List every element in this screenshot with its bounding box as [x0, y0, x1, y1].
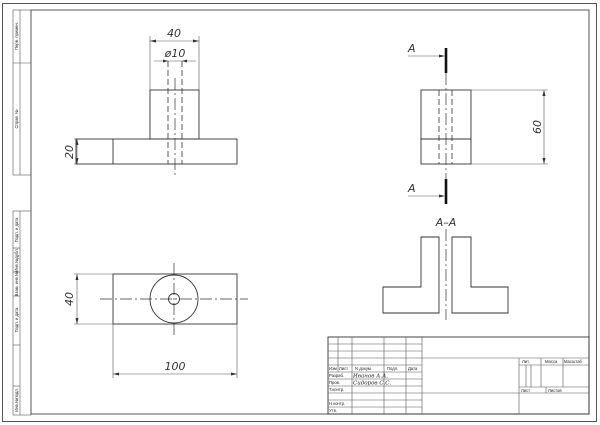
- header-sign: Подп.: [387, 366, 398, 371]
- side-label: Инв.№дубл.: [14, 248, 19, 272]
- ncontrol-label: Н.контр.: [329, 401, 345, 406]
- header-doc: N докум.: [355, 366, 372, 371]
- developer-name: Иванов А.А.: [352, 374, 388, 380]
- front-view: 40 ø10 20: [63, 27, 238, 177]
- side-label: Подп. и дата: [14, 217, 19, 242]
- title-block: Изм Лист N докум. Подп. Дата Разраб. Ива…: [327, 336, 590, 415]
- sheet-border: [2, 3, 597, 422]
- mass-label: Масса: [545, 359, 558, 364]
- side-label: Перв. примен.: [14, 22, 19, 50]
- approved-label: Утв.: [329, 408, 337, 413]
- side-strip-lower: Подп. и дата Инв.№дубл. Взам. инв.№ Подп…: [12, 210, 32, 416]
- section-title: A–A: [435, 216, 457, 229]
- dimension-plan-width: 40: [63, 292, 76, 306]
- checker-label: Пров.: [329, 380, 340, 385]
- sheets-label: Листов: [548, 388, 562, 393]
- sheet-label: Лист: [521, 388, 530, 393]
- checker-name: Сидоров С.С.: [353, 381, 391, 387]
- dimension-plan-length: 100: [165, 360, 186, 373]
- scale-label: Масштаб: [564, 359, 583, 364]
- header-izm: Изм: [329, 366, 337, 371]
- header-list: Лист: [339, 366, 348, 371]
- side-label: Взам. инв.№: [14, 271, 19, 296]
- section-view: A–A: [382, 216, 509, 320]
- section-label-top: A: [407, 42, 416, 55]
- side-label: Справ. №: [14, 109, 19, 129]
- drawing-frame: [30, 9, 590, 415]
- side-strip-upper: Перв. примен. Справ. №: [12, 9, 32, 176]
- tcontrol-label: Т.контр.: [329, 387, 344, 392]
- top-view: 40 100: [63, 263, 248, 378]
- side-view: 60 A A: [407, 42, 548, 204]
- dimension-side-height: 60: [531, 120, 544, 134]
- developer-label: Разраб.: [329, 373, 344, 378]
- dimension-base-height: 20: [63, 145, 76, 159]
- side-label: Подп. и дата: [14, 307, 19, 332]
- lit-label: Лит.: [522, 359, 530, 364]
- dimension-hole-diameter: ø10: [164, 47, 186, 60]
- dimension-width-top: 40: [167, 27, 181, 40]
- side-label: Инв.№подл.: [14, 388, 19, 412]
- section-label-bottom: A: [407, 182, 416, 195]
- header-date: Дата: [408, 366, 418, 371]
